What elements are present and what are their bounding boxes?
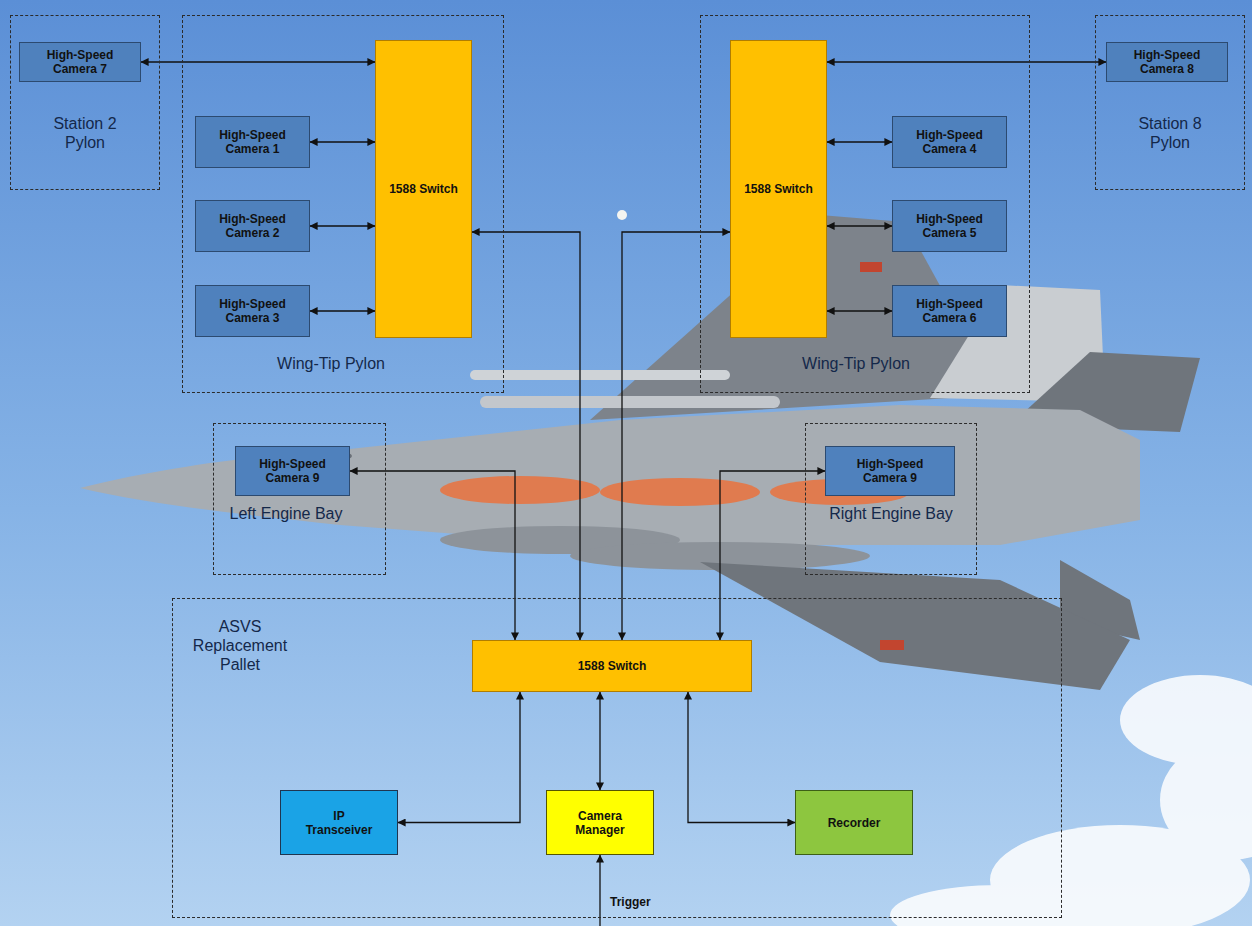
recorder-box: Recorder: [795, 790, 913, 855]
region-label: Station 2 Pylon: [39, 114, 131, 152]
switch-box: 1588 Switch: [730, 40, 827, 338]
connector-arrow: [310, 310, 375, 311]
region-label: Left Engine Bay: [226, 504, 346, 523]
box-label: High-Speed Camera 4: [909, 128, 991, 156]
camera-box: High-Speed Camera 9: [235, 446, 350, 496]
moon: [617, 210, 627, 220]
label-holder: Trigger: [610, 895, 651, 909]
region-label: Station 8 Pylon: [1124, 114, 1216, 152]
camera-box: High-Speed Camera 3: [195, 285, 310, 337]
connector-arrow: [472, 232, 580, 640]
camera-box: High-Speed Camera 6: [892, 285, 1007, 337]
connector-arrow: [827, 310, 892, 311]
box-label: 1588 Switch: [578, 659, 647, 673]
connector-arrow: [827, 141, 892, 142]
manager-box: Camera Manager: [546, 790, 654, 855]
switch-box: 1588 Switch: [375, 40, 472, 338]
camera-box: High-Speed Camera 9: [825, 446, 955, 496]
box-label: High-Speed Camera 1: [212, 128, 294, 156]
switch-box: 1588 Switch: [472, 640, 752, 692]
camera-box: High-Speed Camera 8: [1106, 42, 1228, 82]
connector-arrow: [310, 225, 375, 226]
region-label: Wing-Tip Pylon: [781, 354, 931, 373]
pallet-region: ASVS Replacement Pallet 1588 Switch IP Tra…: [172, 598, 1062, 918]
pylon-region: Station 8 Pylon High-Speed Camera 8: [1095, 15, 1245, 190]
box-label: High-Speed Camera 7: [39, 48, 121, 76]
box-label: High-Speed Camera 8: [1126, 48, 1208, 76]
connector-arrow: [622, 232, 730, 640]
box-label: IP Transceiver: [299, 809, 379, 837]
camera-box: High-Speed Camera 7: [19, 42, 141, 82]
connector-arrow: [310, 141, 375, 142]
connector-arrow: [827, 225, 892, 226]
box-label: Recorder: [828, 816, 881, 830]
pylon-region: Wing-Tip Pylon High-Speed Camera 1 High-Sp…: [182, 15, 504, 393]
box-label: High-Speed Camera 2: [212, 212, 294, 240]
engine-bay-region: Left Engine Bay High-Speed Camera 9: [213, 423, 386, 575]
box-label: High-Speed Camera 5: [909, 212, 991, 240]
region-label: Wing-Tip Pylon: [256, 354, 406, 373]
pylon-region: Wing-Tip Pylon1588 SwitchHigh-Speed Came…: [700, 15, 1030, 393]
connector-arrow: [350, 471, 515, 640]
box-label: High-Speed Camera 3: [212, 297, 294, 325]
connector-arrow: [688, 692, 795, 823]
region-label: Right Engine Bay: [826, 504, 956, 523]
camera-box: High-Speed Camera 1: [195, 116, 310, 168]
connector-arrow: [720, 471, 825, 640]
trigger-line: [599, 855, 600, 926]
box-label: 1588 Switch: [389, 182, 458, 196]
box-label: High-Speed Camera 9: [849, 457, 931, 485]
aircraft: [80, 215, 1200, 690]
pylon-region: Station 2 Pylon High-Speed Camera 7: [10, 15, 160, 190]
transceiver-box: IP Transceiver: [280, 790, 398, 855]
connector-arrow: [141, 61, 375, 62]
engine-bay-region: Right Engine Bay High-Speed Camera 9: [805, 423, 977, 575]
connector-arrow: [827, 61, 1106, 62]
camera-box: High-Speed Camera 5: [892, 200, 1007, 252]
camera-box: High-Speed Camera 2: [195, 200, 310, 252]
box-label: High-Speed Camera 6: [909, 297, 991, 325]
box-label: Camera Manager: [565, 809, 635, 837]
box-label: High-Speed Camera 9: [252, 457, 334, 485]
box-label: 1588 Switch: [744, 182, 813, 196]
clouds: [890, 675, 1252, 926]
connector-arrow: [599, 692, 600, 790]
camera-box: High-Speed Camera 4: [892, 116, 1007, 168]
region-label: ASVS Replacement Pallet: [185, 617, 295, 674]
signal-label: Trigger: [610, 895, 651, 909]
connector-arrow: [398, 692, 520, 823]
